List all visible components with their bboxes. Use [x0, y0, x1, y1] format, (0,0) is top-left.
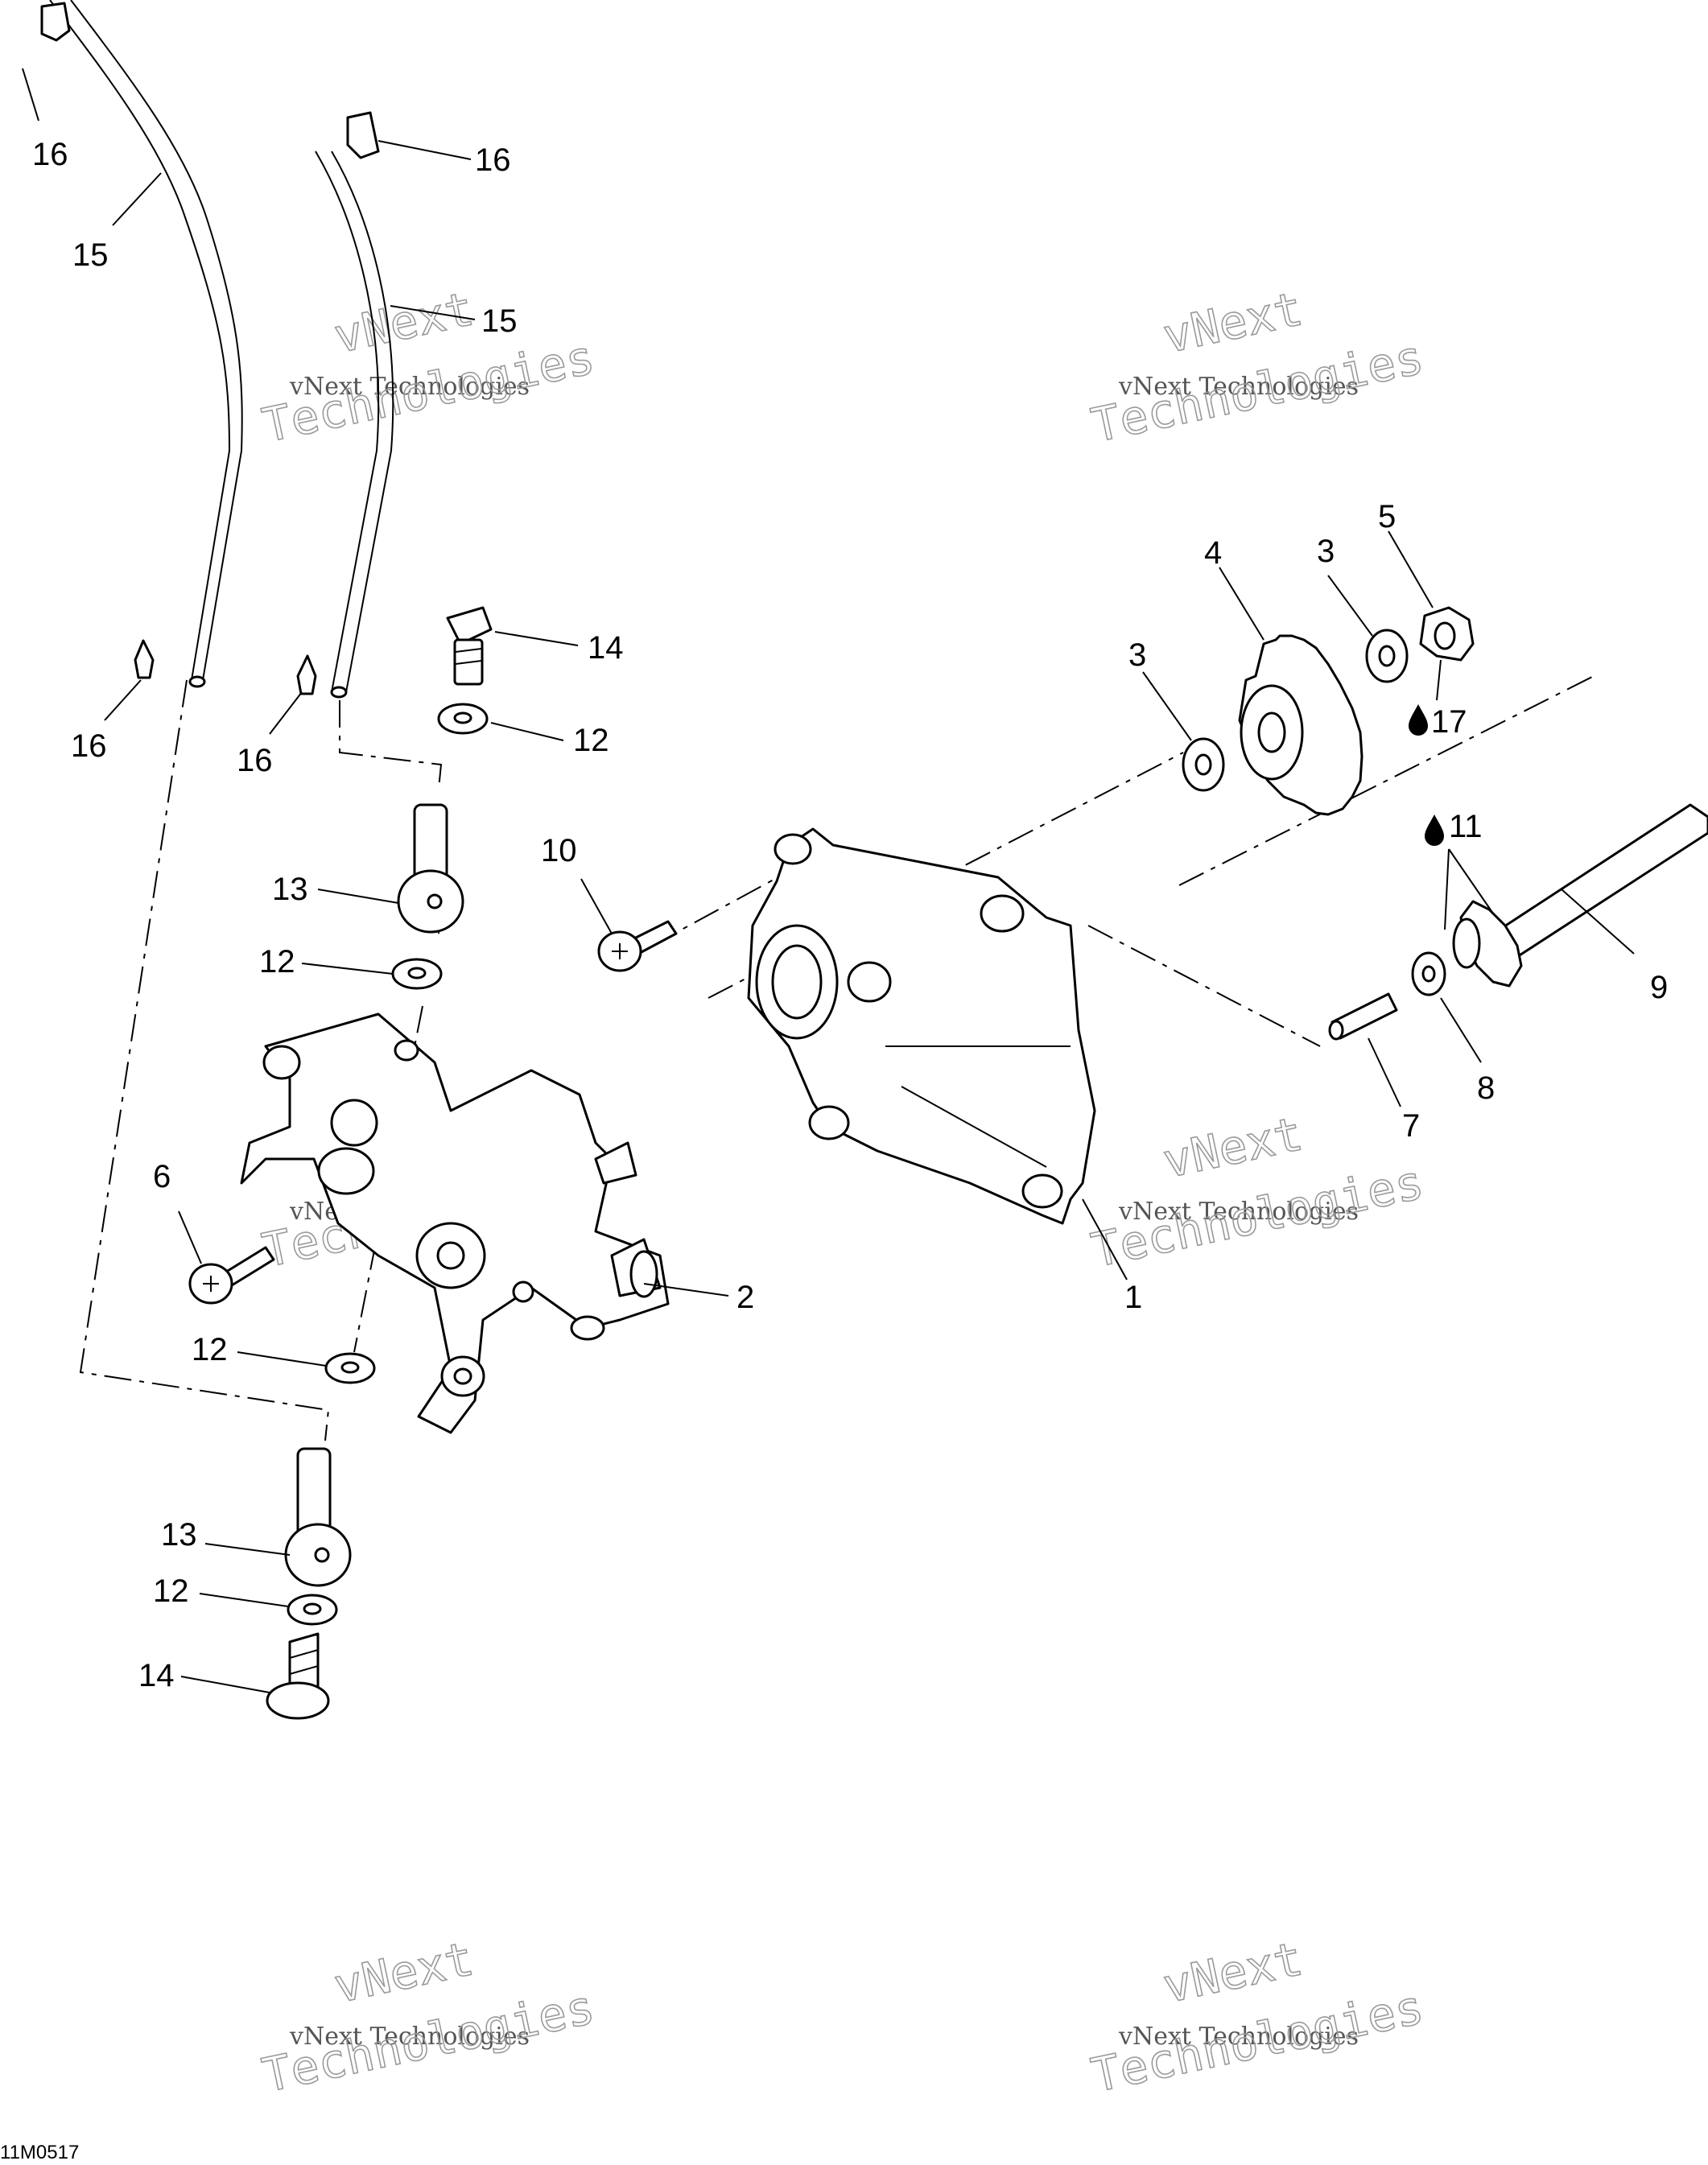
callout-7: 7	[1402, 1108, 1420, 1144]
oil-pump-cover	[747, 827, 1096, 1225]
callout-3: 3	[1317, 534, 1335, 569]
watermark-bottom-right: vNext vNext Technologies Technologies	[1086, 1930, 1429, 2103]
callouts: 16 15 16 15 5 4 3 14 3 17 12 16 16 11 10…	[32, 137, 1668, 1693]
watermark-technologies: Technologies	[258, 1979, 599, 2103]
watermark-technologies: Technologies	[258, 329, 599, 453]
watermark-technologies: Technologies	[1087, 1154, 1428, 1278]
washer-12c	[324, 1352, 376, 1384]
banjo-bolt-bottom	[266, 1632, 330, 1720]
callout-2: 2	[736, 1280, 754, 1315]
hose-clip-16c	[134, 639, 155, 679]
callout-16: 16	[475, 142, 511, 178]
callout-12: 12	[259, 944, 295, 979]
hose-clip-16b	[346, 111, 380, 159]
callout-12: 12	[192, 1332, 228, 1367]
watermark-vnext: vNext	[1158, 281, 1307, 364]
callout-11: 11	[1449, 809, 1483, 844]
watermark-vnext: vNext	[329, 281, 478, 364]
callout-6: 6	[153, 1159, 171, 1194]
watermark-top-right: vNext vNext Technologies Technologies	[1086, 280, 1429, 453]
watermark-vnext: vNext	[329, 1931, 478, 2014]
watermark-text: vNext Technologies	[1118, 373, 1359, 401]
callout-8: 8	[1477, 1070, 1495, 1106]
washer-3a	[1365, 629, 1409, 683]
pin-7	[1328, 992, 1398, 1041]
washer-8	[1411, 951, 1446, 996]
watermark-text: vNext Technologies	[289, 2023, 530, 2051]
washer-12b	[391, 958, 443, 990]
nut-5	[1419, 606, 1475, 662]
callout-13: 13	[272, 872, 308, 907]
callout-3: 3	[1128, 637, 1146, 673]
hose-clip-16a	[40, 2, 71, 42]
callout-4: 4	[1204, 535, 1222, 571]
callout-9: 9	[1650, 970, 1668, 1005]
washer-3b	[1182, 737, 1225, 792]
watermark-mid-right: vNext vNext Technologies Technologies	[1086, 1105, 1429, 1278]
watermark-technologies: Technologies	[1087, 1979, 1428, 2103]
banjo-fitting-top	[397, 803, 464, 934]
callout-16: 16	[71, 728, 107, 764]
banjo-fitting-bottom	[284, 1447, 352, 1587]
watermark-vnext: vNext	[1158, 1106, 1307, 1189]
callout-16: 16	[237, 743, 273, 778]
watermark-top-left: vNext vNext Technologies Technologies	[257, 280, 600, 453]
watermark-text: vNext Technologies	[1118, 2023, 1359, 2051]
callout-12: 12	[573, 723, 609, 758]
watermark-technologies: Technologies	[1087, 329, 1428, 453]
callout-14: 14	[588, 630, 624, 666]
callout-5: 5	[1378, 499, 1396, 534]
callout-10: 10	[541, 833, 577, 868]
screw-6	[188, 1246, 275, 1305]
pinion-gear	[1452, 900, 1523, 988]
callout-15: 15	[72, 237, 109, 273]
oil-drop-icon	[1425, 814, 1444, 846]
callout-12: 12	[153, 1573, 189, 1609]
washer-12d	[287, 1594, 338, 1626]
watermark-text: vNext Technologies	[289, 373, 530, 401]
watermark-text: vNext Technologies	[1118, 1198, 1359, 1226]
watermark-bottom-left: vNext vNext Technologies Technologies	[257, 1930, 600, 2103]
oil-pump	[240, 1012, 670, 1434]
callout-15: 15	[481, 303, 518, 339]
leader-lines	[22, 68, 1635, 1693]
hose-clip-16d	[296, 654, 317, 695]
oil-hose-right	[315, 151, 394, 699]
callout-17: 17	[1431, 704, 1467, 740]
washer-12a	[437, 703, 489, 735]
callout-14: 14	[138, 1658, 175, 1693]
watermark-vnext: vNext	[1158, 1931, 1307, 2014]
oil-hose-left	[49, 0, 243, 688]
drawing-code: 11M0517	[0, 2142, 79, 2163]
callout-16: 16	[32, 137, 68, 172]
oil-drop-icon	[1409, 704, 1428, 736]
drive-gear	[1238, 634, 1364, 816]
screw-10	[597, 920, 678, 972]
callout-1: 1	[1124, 1280, 1142, 1315]
banjo-bolt-top	[446, 606, 493, 686]
callout-13: 13	[161, 1517, 197, 1553]
